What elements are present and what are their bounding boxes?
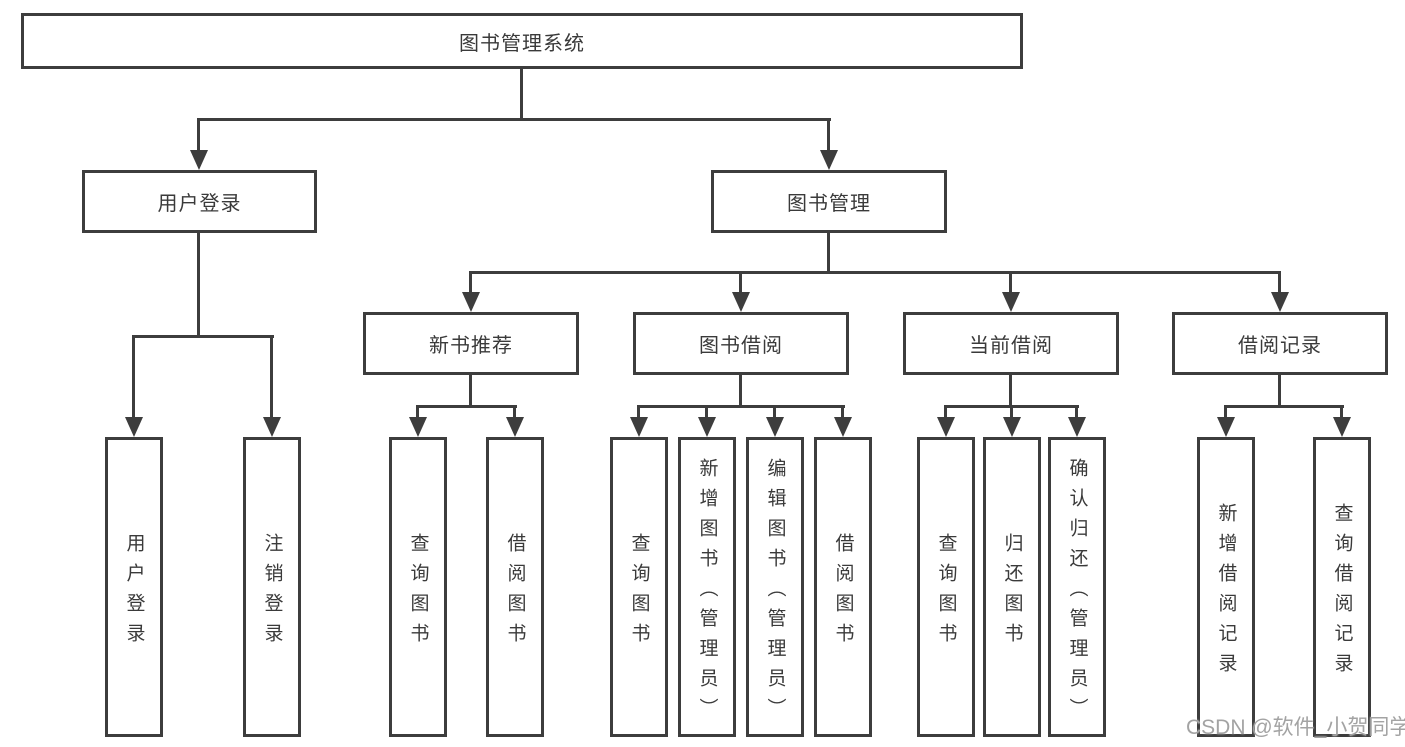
connector-leaf-stem	[270, 335, 273, 419]
connector-userlogin-bar	[132, 335, 274, 338]
connector-current-down	[1009, 375, 1012, 408]
arrow-down-icon	[1217, 417, 1235, 437]
leaf-query-books-recommend-label: 查询图书	[407, 532, 429, 653]
connector-records-down	[1278, 375, 1281, 408]
arrow-down-icon	[766, 417, 784, 437]
connector-borrowing-bar	[637, 405, 845, 408]
connector-leaf-stem	[1224, 405, 1227, 419]
node-root: 图书管理系统	[21, 13, 1023, 69]
leaf-user-login-label: 用户登录	[123, 532, 145, 653]
connector-leaf-stem	[944, 405, 947, 419]
leaf-user-login: 用户登录	[105, 437, 163, 737]
leaf-borrow-book: 借阅图书	[814, 437, 872, 737]
leaf-add-borrow-record: 新增借阅记录	[1197, 437, 1255, 737]
node-book-borrowing-label: 图书借阅	[699, 335, 783, 357]
node-root-label: 图书管理系统	[459, 32, 585, 55]
leaf-query-books-current-label: 查询图书	[935, 532, 957, 653]
arrow-down-icon	[1003, 417, 1021, 437]
leaf-query-books-borrowing: 查询图书	[610, 437, 668, 737]
connector-leaf-stem	[1340, 405, 1343, 419]
node-book-borrowing: 图书借阅	[633, 312, 849, 375]
arrow-down-icon	[506, 417, 524, 437]
arrow-down-icon	[732, 292, 750, 312]
arrow-down-icon	[125, 417, 143, 437]
connector-leaf-stem	[1075, 405, 1078, 419]
node-new-book-recommend: 新书推荐	[363, 312, 579, 375]
node-borrowing-records-label: 借阅记录	[1238, 335, 1322, 357]
node-borrowing-records: 借阅记录	[1172, 312, 1388, 375]
node-book-management: 图书管理	[711, 170, 947, 233]
connector-l2-stem	[469, 271, 472, 295]
leaf-add-book-admin-label: 新增图书（管理员）	[696, 457, 718, 728]
connector-userlogin-down	[197, 233, 200, 338]
node-user-login: 用户登录	[82, 170, 317, 233]
connector-borrowing-down	[739, 375, 742, 408]
leaf-add-borrow-record-label: 新增借阅记录	[1215, 502, 1237, 683]
connector-recommend-down	[469, 375, 472, 408]
connector-l2-stem	[739, 271, 742, 295]
connector-root-stem	[520, 69, 523, 121]
connector-recommend-bar	[416, 405, 517, 408]
connector-leaf-stem	[705, 405, 708, 419]
arrow-down-icon	[1002, 292, 1020, 312]
leaf-logout: 注销登录	[243, 437, 301, 737]
arrow-down-icon	[820, 150, 838, 170]
node-new-book-recommend-label: 新书推荐	[429, 335, 513, 357]
leaf-borrow-books-recommend-label: 借阅图书	[504, 532, 526, 653]
connector-leaf-stem	[513, 405, 516, 419]
connector-leaf-stem	[637, 405, 640, 419]
arrow-down-icon	[409, 417, 427, 437]
watermark: CSDN @软件_小贺同学	[1186, 716, 1405, 739]
connector-root-bar	[197, 118, 831, 121]
leaf-return-book: 归还图书	[983, 437, 1041, 737]
node-book-management-label: 图书管理	[787, 193, 871, 215]
arrow-down-icon	[834, 417, 852, 437]
connector-bookmgmt-stem	[827, 118, 830, 153]
leaf-query-books-current: 查询图书	[917, 437, 975, 737]
arrow-down-icon	[1333, 417, 1351, 437]
arrow-down-icon	[190, 150, 208, 170]
node-current-borrowing-label: 当前借阅	[969, 335, 1053, 357]
leaf-return-book-label: 归还图书	[1001, 532, 1023, 653]
connector-bookmgmt-bar	[469, 271, 1281, 274]
leaf-confirm-return-admin-label: 确认归还（管理员）	[1066, 457, 1088, 728]
leaf-edit-book-admin-label: 编辑图书（管理员）	[764, 457, 786, 728]
leaf-query-books-recommend: 查询图书	[389, 437, 447, 737]
leaf-add-book-admin: 新增图书（管理员）	[678, 437, 736, 737]
node-user-login-label: 用户登录	[157, 193, 242, 215]
leaf-borrow-books-recommend: 借阅图书	[486, 437, 544, 737]
connector-l2-stem	[1009, 271, 1012, 295]
connector-leaf-stem	[132, 335, 135, 419]
connector-leaf-stem	[841, 405, 844, 419]
arrow-down-icon	[630, 417, 648, 437]
connector-records-bar	[1224, 405, 1344, 408]
leaf-borrow-book-label: 借阅图书	[832, 532, 854, 653]
connector-userlogin-stem	[197, 118, 200, 153]
arrow-down-icon	[263, 417, 281, 437]
arrow-down-icon	[1068, 417, 1086, 437]
connector-leaf-stem	[1010, 405, 1013, 419]
leaf-query-books-borrowing-label: 查询图书	[628, 532, 650, 653]
arrow-down-icon	[462, 292, 480, 312]
node-current-borrowing: 当前借阅	[903, 312, 1119, 375]
leaf-confirm-return-admin: 确认归还（管理员）	[1048, 437, 1106, 737]
leaf-query-borrow-record: 查询借阅记录	[1313, 437, 1371, 737]
leaf-edit-book-admin: 编辑图书（管理员）	[746, 437, 804, 737]
connector-l2-stem	[1278, 271, 1281, 295]
leaf-query-borrow-record-label: 查询借阅记录	[1331, 502, 1353, 683]
arrow-down-icon	[698, 417, 716, 437]
leaf-logout-label: 注销登录	[261, 532, 283, 653]
arrow-down-icon	[1271, 292, 1289, 312]
connector-bookmgmt-down	[827, 233, 830, 274]
connector-leaf-stem	[416, 405, 419, 419]
connector-leaf-stem	[773, 405, 776, 419]
arrow-down-icon	[937, 417, 955, 437]
